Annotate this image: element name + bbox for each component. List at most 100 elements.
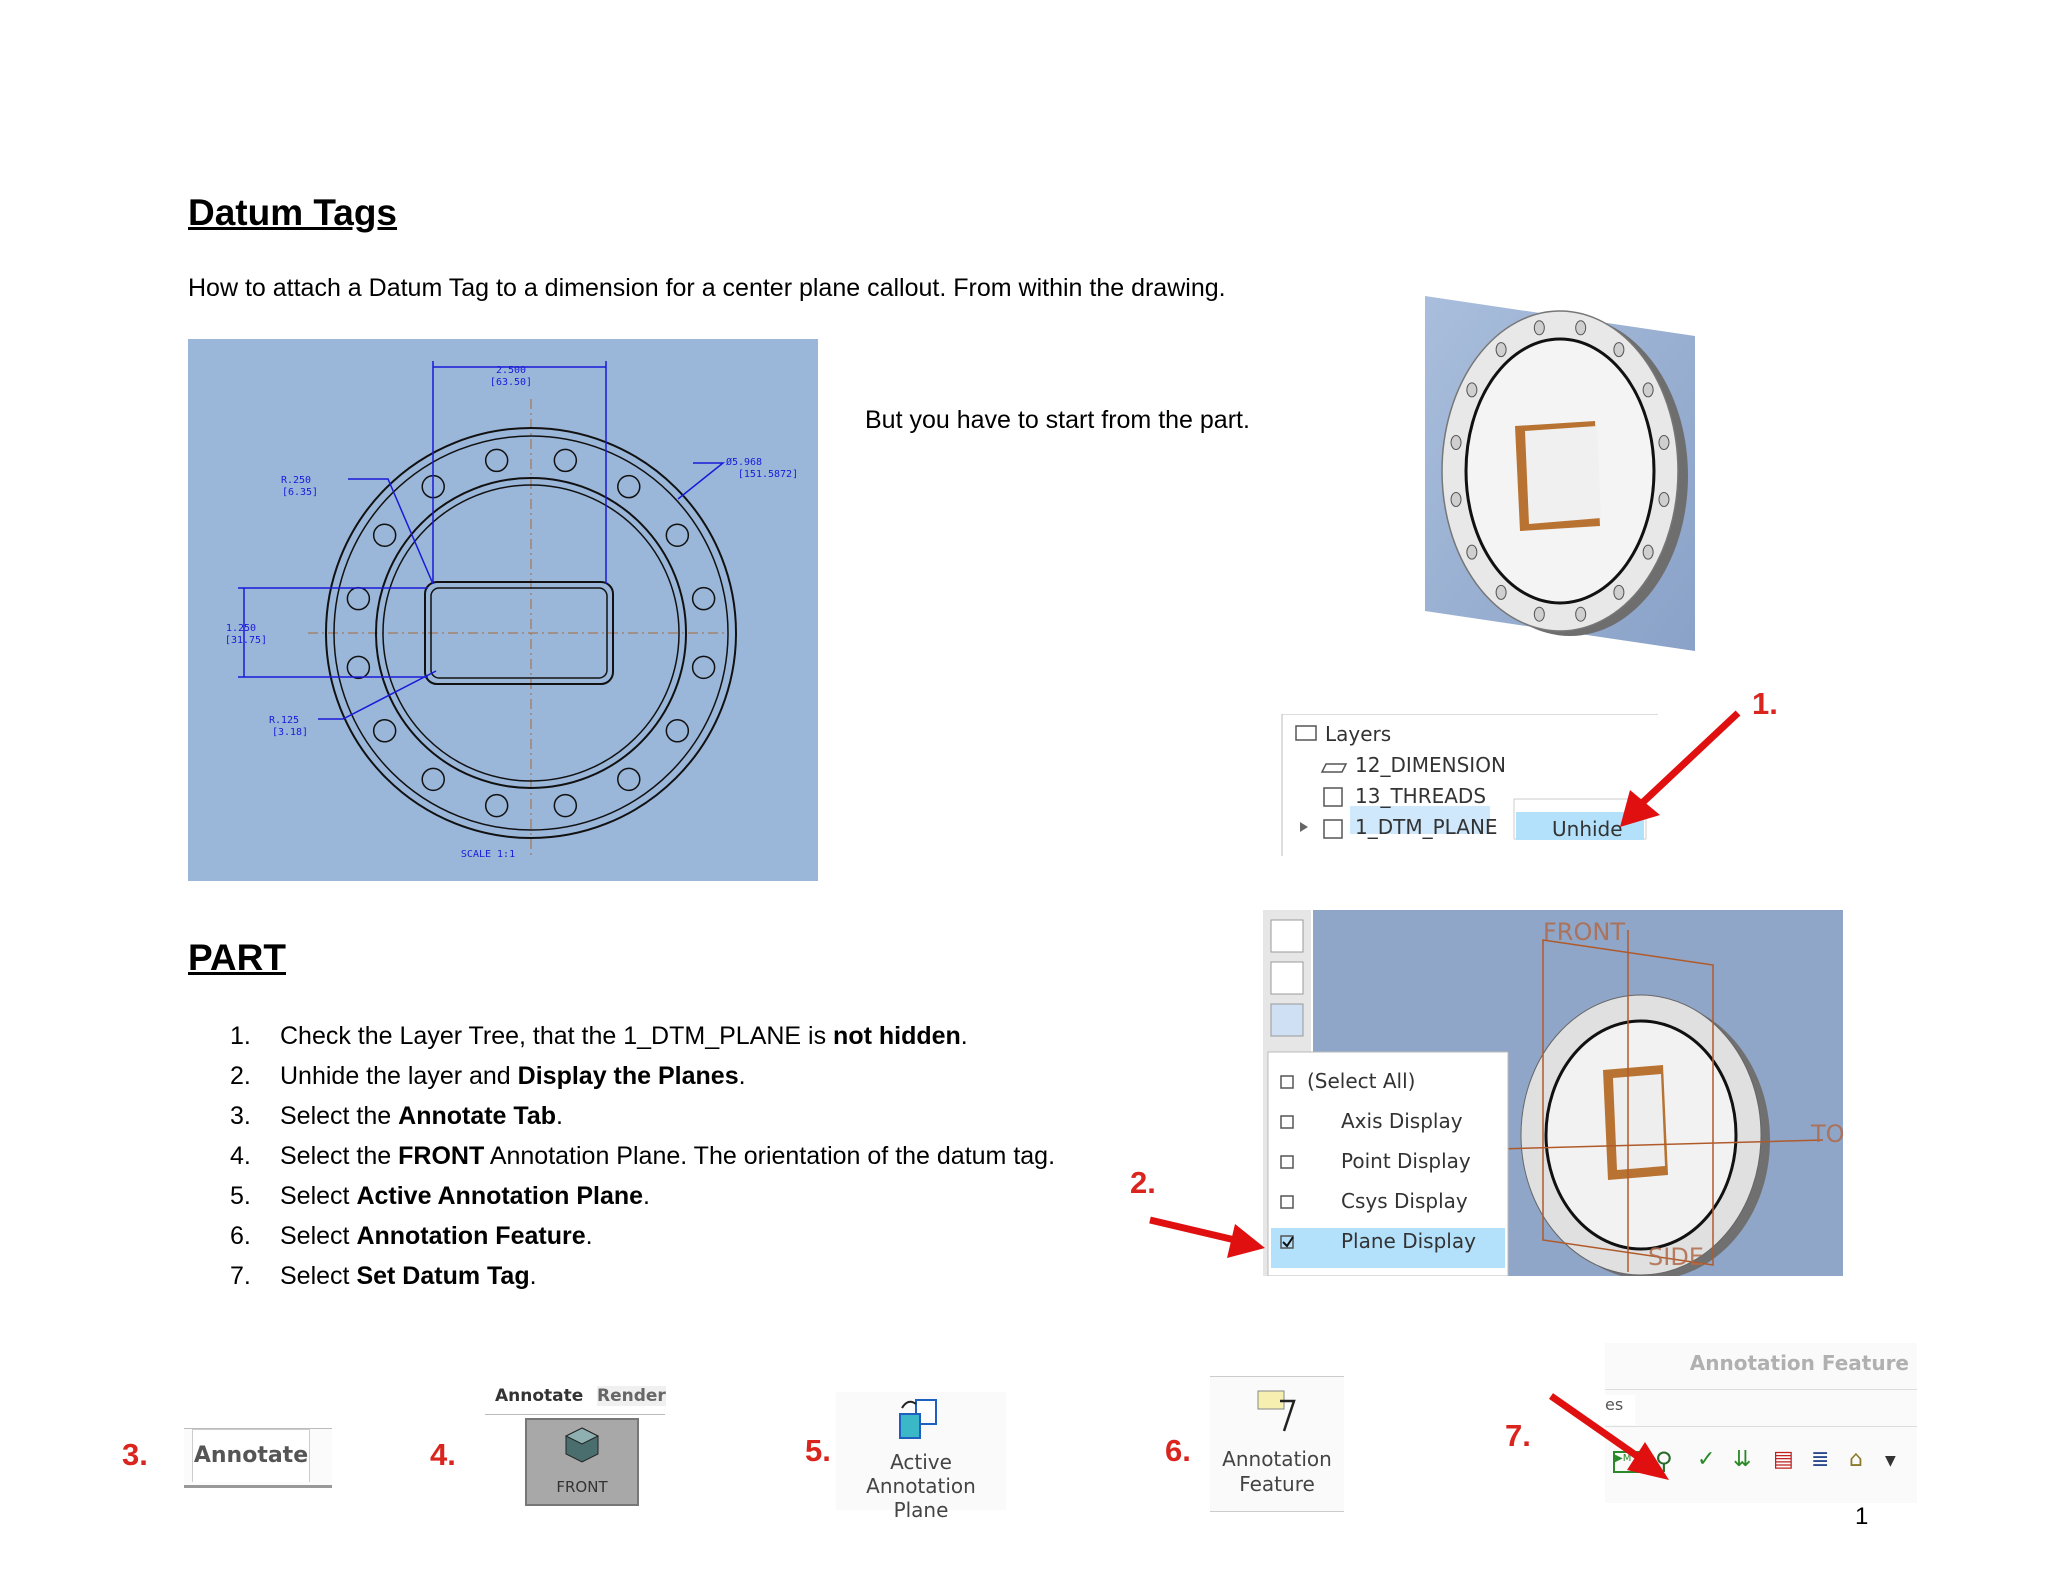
tab-annotate[interactable]: Annotate xyxy=(495,1386,584,1406)
step-item: 6.Select Annotation Feature. xyxy=(230,1222,593,1250)
part-bolt-hole xyxy=(1613,584,1625,600)
menu-select-all: (Select All) xyxy=(1307,1069,1415,1093)
dim-side-text: 1.250 xyxy=(226,623,256,634)
dim-top-mm-text: [63.50] xyxy=(490,377,532,388)
page-number: 1 xyxy=(1855,1503,1869,1530)
annotate-tab[interactable]: Annotate xyxy=(192,1429,310,1482)
dimension-check-icon[interactable]: ✓ xyxy=(1697,1447,1716,1472)
plane-top-label: TOP xyxy=(1810,1120,1843,1148)
steps-list: 1.Check the Layer Tree, that the 1_DTM_P… xyxy=(230,1016,1055,1296)
annotation-feature-line2: Feature xyxy=(1239,1472,1315,1496)
bolt-hole xyxy=(665,719,690,743)
layer-tree-image: Layers 12_DIMENSION 13_THREADS 1_DTM_PLA… xyxy=(1281,714,1658,856)
annotate-tab-image: Annotate xyxy=(184,1428,332,1488)
callout-4: 4. xyxy=(430,1437,456,1472)
step-item: 5.Select Active Annotation Plane. xyxy=(230,1182,650,1210)
part-bolt-hole xyxy=(1533,606,1545,622)
part-bolt-hole xyxy=(1466,382,1478,398)
annotation-feature-button[interactable]: Annotation Feature xyxy=(1210,1376,1344,1512)
part-bolt-hole xyxy=(1658,491,1670,507)
part-bolt-hole xyxy=(1495,584,1507,600)
bolt-hole xyxy=(553,793,578,818)
step-item: 1.Check the Layer Tree, that the 1_DTM_P… xyxy=(230,1022,968,1050)
callout-5: 5. xyxy=(805,1433,831,1468)
part-bolt-hole xyxy=(1642,382,1654,398)
front-plane-button[interactable]: FRONT xyxy=(525,1418,639,1506)
active-annotation-plane-button[interactable]: Active Annotation Plane xyxy=(836,1392,1006,1522)
scale-text: SCALE 1:1 xyxy=(461,849,515,860)
layer-item-dtm-plane: 1_DTM_PLANE xyxy=(1355,815,1498,839)
part-3d-image xyxy=(1425,296,1695,651)
dim-r1-mm-text: [6.35] xyxy=(282,487,318,498)
display-menu-image: FRONT TOP SIDE (Select All) Axis Display… xyxy=(1263,910,1843,1276)
layers-header: Layers xyxy=(1325,722,1391,746)
front-plane-image: Annotate Render FRONT xyxy=(485,1380,666,1508)
page-title: Datum Tags xyxy=(188,192,398,233)
annotation-plane-icon xyxy=(899,1399,937,1439)
dim-dia-text: Ø5.968 xyxy=(726,456,762,468)
part-bolt-hole xyxy=(1495,342,1507,358)
bolt-hole xyxy=(372,523,397,547)
annotation-feature-dialog: Annotation Feature es ▶M ⚲ ✓ ⇊ ▤ ≣ ⌂ ▼ xyxy=(1605,1343,1917,1503)
bolt-hole xyxy=(346,655,371,680)
chevron-down-icon[interactable]: ▼ xyxy=(1885,1453,1896,1469)
dim-r1-text: R.250 xyxy=(281,475,311,486)
dialog-tab-fragment[interactable]: es xyxy=(1605,1395,1635,1425)
layer-item-dimension: 12_DIMENSION xyxy=(1355,753,1506,777)
table-icon[interactable]: ▤ xyxy=(1773,1447,1794,1472)
bolt-hole xyxy=(691,586,716,611)
intro-text: How to attach a Datum Tag to a dimension… xyxy=(188,274,1226,302)
bolt-hole xyxy=(665,523,690,547)
callout-7: 7. xyxy=(1505,1418,1531,1453)
plane-side-label: SIDE xyxy=(1648,1243,1704,1271)
arrows-down-icon[interactable]: ⇊ xyxy=(1733,1447,1752,1472)
part-bolt-hole xyxy=(1613,342,1625,358)
dim-r2-text: R.125 xyxy=(269,715,299,726)
bolt-hole xyxy=(421,767,445,792)
red-arrow-2 xyxy=(1149,1216,1265,1258)
dim-dia-mm-text: [151.5872] xyxy=(738,469,798,480)
red-arrow-1 xyxy=(1620,710,1741,827)
layer-item-threads: 13_THREADS xyxy=(1355,784,1486,808)
bolt-hole xyxy=(484,448,509,473)
part-bolt-hole xyxy=(1658,435,1670,451)
step-item: 3.Select the Annotate Tab. xyxy=(230,1102,563,1130)
menu-csys-display: Csys Display xyxy=(1341,1189,1468,1213)
bolt-hole xyxy=(372,719,397,743)
menu-plane-display: Plane Display xyxy=(1341,1229,1476,1253)
text-icon[interactable]: ≣ xyxy=(1811,1447,1830,1472)
bolt-hole xyxy=(691,655,716,680)
drawing-image: 2.500 [63.50] Ø5.968 [151.5872] R.250 [6… xyxy=(188,339,818,881)
part-bolt-hole xyxy=(1575,320,1587,336)
dialog-title: Annotation Feature xyxy=(1689,1351,1909,1375)
symbol-icon[interactable]: ⌂ xyxy=(1849,1447,1863,1472)
active-plane-line1: Active xyxy=(890,1450,952,1474)
callout-3: 3. xyxy=(122,1437,148,1472)
part-bolt-hole xyxy=(1450,435,1462,451)
step-item: 2.Unhide the layer and Display the Plane… xyxy=(230,1062,746,1090)
part-bolt-hole xyxy=(1466,544,1478,560)
part-bolt-hole xyxy=(1575,606,1587,622)
annotation-feature-icon xyxy=(1257,1390,1296,1432)
unhide-menu-item: Unhide xyxy=(1552,817,1623,841)
dim-top-text: 2.500 xyxy=(496,365,526,376)
step-item: 7.Select Set Datum Tag. xyxy=(230,1262,537,1290)
step-item: 4.Select the FRONT Annotation Plane. The… xyxy=(230,1142,1056,1170)
bolt-hole xyxy=(484,793,509,818)
callout-6: 6. xyxy=(1165,1433,1191,1468)
callout-2: 2. xyxy=(1130,1165,1156,1200)
tab-render[interactable]: Render xyxy=(597,1386,666,1406)
active-plane-line2: Annotation Plane xyxy=(866,1474,976,1522)
cube-icon xyxy=(564,1427,600,1463)
start-note: But you have to start from the part. xyxy=(865,406,1250,434)
annotation-feature-line1: Annotation xyxy=(1222,1447,1332,1471)
bolt-hole xyxy=(553,448,578,473)
plane-front-label: FRONT xyxy=(1543,918,1625,946)
part-bolt-hole xyxy=(1533,320,1545,336)
part-bolt-hole xyxy=(1450,491,1462,507)
red-arrow-7 xyxy=(1548,1393,1669,1480)
menu-point-display: Point Display xyxy=(1341,1149,1471,1173)
menu-axis-display: Axis Display xyxy=(1341,1109,1463,1133)
bolt-hole xyxy=(617,474,641,499)
part-title: PART xyxy=(188,937,286,978)
